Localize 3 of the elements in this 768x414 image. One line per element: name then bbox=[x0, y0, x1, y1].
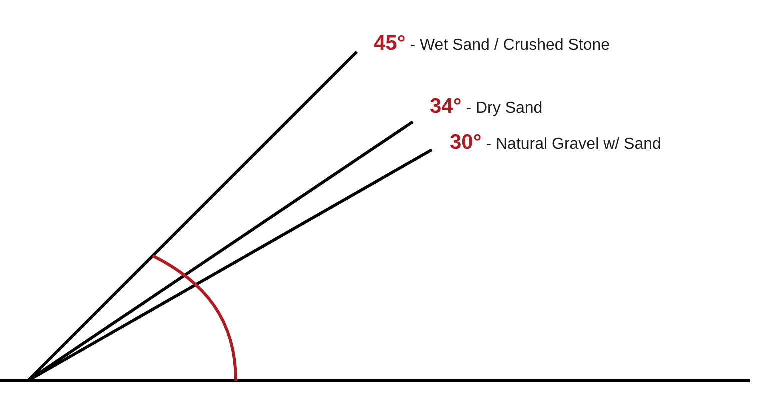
angle-label: 45° - Wet Sand / Crushed Stone bbox=[374, 32, 610, 56]
angle-label: 34° - Dry Sand bbox=[430, 95, 543, 119]
angle-label: 30° - Natural Gravel w/ Sand bbox=[450, 131, 662, 155]
